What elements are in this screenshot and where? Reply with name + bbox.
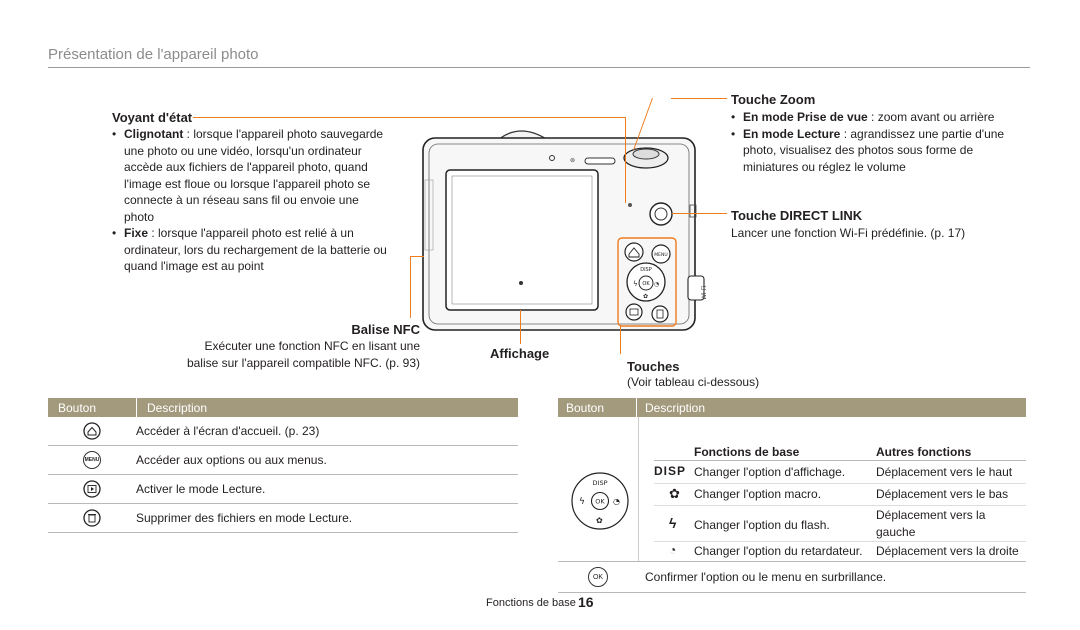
svg-text:⊚: ⊚ — [570, 157, 575, 164]
row-description: Accéder aux options ou aux menus. — [136, 452, 327, 467]
camera-menu-label: MENU — [654, 252, 667, 258]
header-rule — [48, 67, 1030, 68]
zoom-leader-h — [671, 98, 727, 100]
row-other: Déplacement vers le bas — [876, 487, 1009, 501]
camera-ok-label: OK — [642, 281, 650, 287]
right-button-table: Bouton Description OK DISP ϟ ◔ ✿ Fonctio… — [558, 398, 1026, 593]
ok-row-description: Confirmer l'option ou le menu en surbril… — [645, 569, 887, 584]
dial-ok-label: OK — [595, 498, 605, 506]
sub-header-basic: Fonctions de base — [694, 445, 800, 459]
voyant-leader-v — [625, 117, 627, 203]
row-description: Supprimer des fichiers en mode Lecture. — [136, 510, 353, 525]
disp-icon: DISP — [654, 464, 687, 478]
left-table-header: Bouton Description — [48, 398, 518, 417]
affichage-leader — [520, 310, 522, 344]
zoom-title: Touche Zoom — [731, 92, 816, 107]
macro-icon: ✿ — [669, 486, 680, 501]
sub-header-other: Autres fonctions — [876, 445, 972, 459]
table-row: Supprimer des fichiers en mode Lecture. — [48, 504, 518, 533]
row-description: Accéder à l'écran d'accueil. (p. 23) — [136, 423, 320, 438]
left-button-table: Bouton Description Accéder à l'écran d'a… — [48, 398, 518, 533]
voyant-item: Fixe : lorsque l'appareil photo est reli… — [112, 225, 388, 275]
camera-illustration: ⊚ MENU OK DISP ϟ ◔ ✿ Wi-Fi — [422, 130, 708, 331]
affichage-title: Affichage — [490, 346, 550, 361]
zoom-list: En mode Prise de vue : zoom avant ou arr… — [731, 109, 1021, 175]
zoom-item: En mode Lecture : agrandissez une partie… — [731, 126, 1021, 176]
direct-link-text: Lancer une fonction Wi-Fi prédéfinie. (p… — [731, 226, 966, 240]
voyant-item: Clignotant : lorsque l'appareil photo sa… — [112, 126, 388, 225]
left-header-bouton: Bouton — [58, 400, 97, 415]
page-header-title: Présentation de l'appareil photo — [48, 46, 259, 63]
playback-icon — [83, 480, 101, 498]
nfc-text: Exécuter une fonction NFC en lisant une … — [186, 339, 420, 370]
page-number: 16 — [578, 594, 594, 610]
right-header-bouton: Bouton — [566, 400, 605, 415]
left-header-description: Description — [147, 400, 208, 415]
table-row: Accéder à l'écran d'accueil. (p. 23) — [48, 417, 518, 446]
row-other: Déplacement vers la droite — [876, 544, 1019, 558]
row-basic: Changer l'option macro. — [694, 487, 822, 501]
dial-disp-label: DISP — [593, 479, 608, 487]
delete-icon — [83, 509, 101, 527]
menu-icon: MENU — [83, 451, 101, 469]
voyant-list: Clignotant : lorsque l'appareil photo sa… — [112, 126, 388, 275]
table-row: Activer le mode Lecture. — [48, 475, 518, 504]
row-other: Déplacement vers le haut — [876, 465, 1013, 479]
touches-leader — [620, 326, 622, 354]
touches-title: Touches — [627, 359, 680, 374]
nfc-title: Balise NFC — [351, 322, 420, 337]
flash-icon: ϟ — [669, 515, 677, 531]
svg-text:✿: ✿ — [596, 516, 603, 525]
zoom-item: En mode Prise de vue : zoom avant ou arr… — [731, 109, 1021, 126]
svg-text:◔: ◔ — [654, 281, 659, 288]
right-header-description: Description — [645, 400, 706, 415]
home-icon — [83, 422, 101, 440]
ok-row: OK Confirmer l'option ou le menu en surb… — [558, 562, 1026, 593]
nfc-leader-h — [410, 256, 424, 258]
voyant-leader — [193, 117, 626, 119]
navigation-dial-icon: OK DISP ϟ ◔ ✿ — [571, 472, 629, 530]
camera-side-label: Wi-Fi — [701, 285, 708, 300]
footer-section: Fonctions de base — [486, 597, 576, 609]
row-other: Déplacement vers la gauche — [876, 508, 986, 539]
row-basic: Changer l'option d'affichage. — [694, 465, 846, 479]
direct-link-title: Touche DIRECT LINK — [731, 208, 863, 223]
voyant-title: Voyant d'état — [112, 110, 193, 125]
row-basic: Changer l'option du retardateur. — [694, 544, 863, 558]
svg-text:ϟ: ϟ — [633, 280, 638, 288]
direct-leader — [672, 213, 727, 215]
touches-text: (Voir tableau ci-dessous) — [627, 375, 760, 389]
camera-disp-label: DISP — [640, 267, 652, 273]
row-description: Activer le mode Lecture. — [136, 481, 266, 496]
svg-text:ϟ: ϟ — [579, 497, 585, 507]
svg-text:✿: ✿ — [643, 293, 648, 300]
nfc-leader-v — [410, 256, 412, 318]
timer-icon: ◔ — [669, 543, 677, 557]
row-basic: Changer l'option du flash. — [694, 518, 830, 532]
table-row: MENU Accéder aux options ou aux menus. — [48, 446, 518, 475]
svg-text:◔: ◔ — [613, 497, 620, 506]
ok-button-icon: OK — [588, 567, 608, 587]
right-table-header: Bouton Description — [558, 398, 1026, 417]
